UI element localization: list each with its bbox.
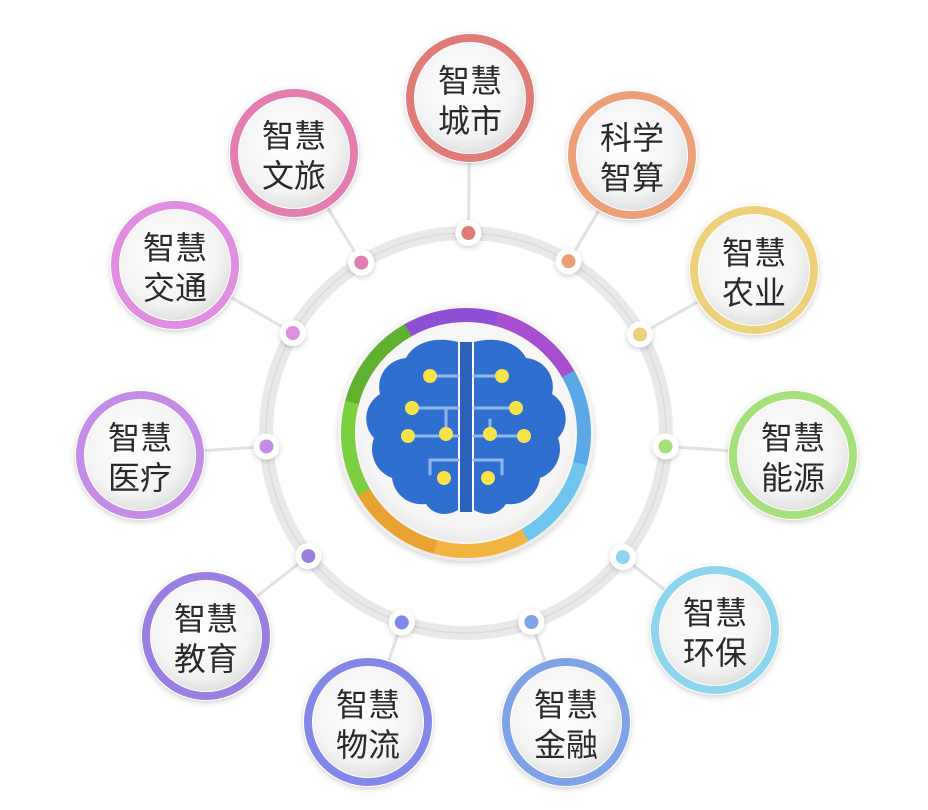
center-hub xyxy=(338,305,594,561)
brain-circuit-icon xyxy=(366,339,566,514)
bubble-label-line1-transport: 智慧 xyxy=(143,229,207,267)
center-ring-segment xyxy=(403,308,500,337)
bubble-label-line2-computing: 智算 xyxy=(600,159,664,197)
bubble-label-line2-education: 教育 xyxy=(174,640,238,678)
bubble-label-line2-finance: 金融 xyxy=(534,726,598,764)
bubble-label-line1-environment: 智慧 xyxy=(683,594,747,632)
junction-dot-finance xyxy=(518,609,545,636)
center-ring-segment xyxy=(345,324,412,405)
bubble-label-line2-transport: 交通 xyxy=(143,269,207,307)
bubble-label-line1-medical: 智慧 xyxy=(108,419,172,457)
bubble-label-line2-environment: 环保 xyxy=(683,634,747,672)
bubble-label-line2-city: 城市 xyxy=(438,102,502,140)
junction-dot-agriculture xyxy=(627,321,654,348)
center-ring-segment xyxy=(520,461,587,542)
junction-dot-education xyxy=(295,543,322,570)
junction-dot-transport xyxy=(279,320,306,347)
bubble-label-line2-tourism: 文旅 xyxy=(262,157,326,195)
bubble-label-line1-computing: 科学 xyxy=(600,119,664,157)
bubble-label-line1-energy: 智慧 xyxy=(761,419,825,457)
bubble-label-line2-medical: 医疗 xyxy=(108,459,172,497)
bubble-label-line2-energy: 能源 xyxy=(761,459,825,497)
junction-dot-computing xyxy=(555,248,582,275)
junction-dot-logistics xyxy=(388,609,415,636)
bubble-label-line2-logistics: 物流 xyxy=(336,726,400,764)
bubble-label-line1-education: 智慧 xyxy=(174,600,238,638)
bubble-label-line1-city: 智慧 xyxy=(438,62,502,100)
center-ring-segment xyxy=(357,487,438,554)
domain-bubbles: 智慧城市科学智算智慧农业智慧能源智慧环保智慧金融智慧物流智慧教育智慧医疗智慧交通… xyxy=(75,33,858,787)
center-ring-segment xyxy=(432,529,529,558)
center-ring-segment xyxy=(562,370,591,467)
bubble-label-line1-finance: 智慧 xyxy=(534,686,598,724)
junction-dot-city xyxy=(455,220,482,247)
center-ring-segment xyxy=(494,312,575,379)
bubble-label-line2-agriculture: 农业 xyxy=(722,274,786,312)
bubble-label-line1-logistics: 智慧 xyxy=(336,686,400,724)
junction-dot-tourism xyxy=(348,249,375,276)
junction-dots xyxy=(253,220,679,636)
junction-dot-medical xyxy=(253,433,280,460)
junction-dot-energy xyxy=(652,433,679,460)
bubble-label-line1-agriculture: 智慧 xyxy=(722,234,786,272)
bubble-label-line1-tourism: 智慧 xyxy=(262,117,326,155)
junction-dot-environment xyxy=(609,544,636,571)
center-ring-segment xyxy=(341,399,370,496)
